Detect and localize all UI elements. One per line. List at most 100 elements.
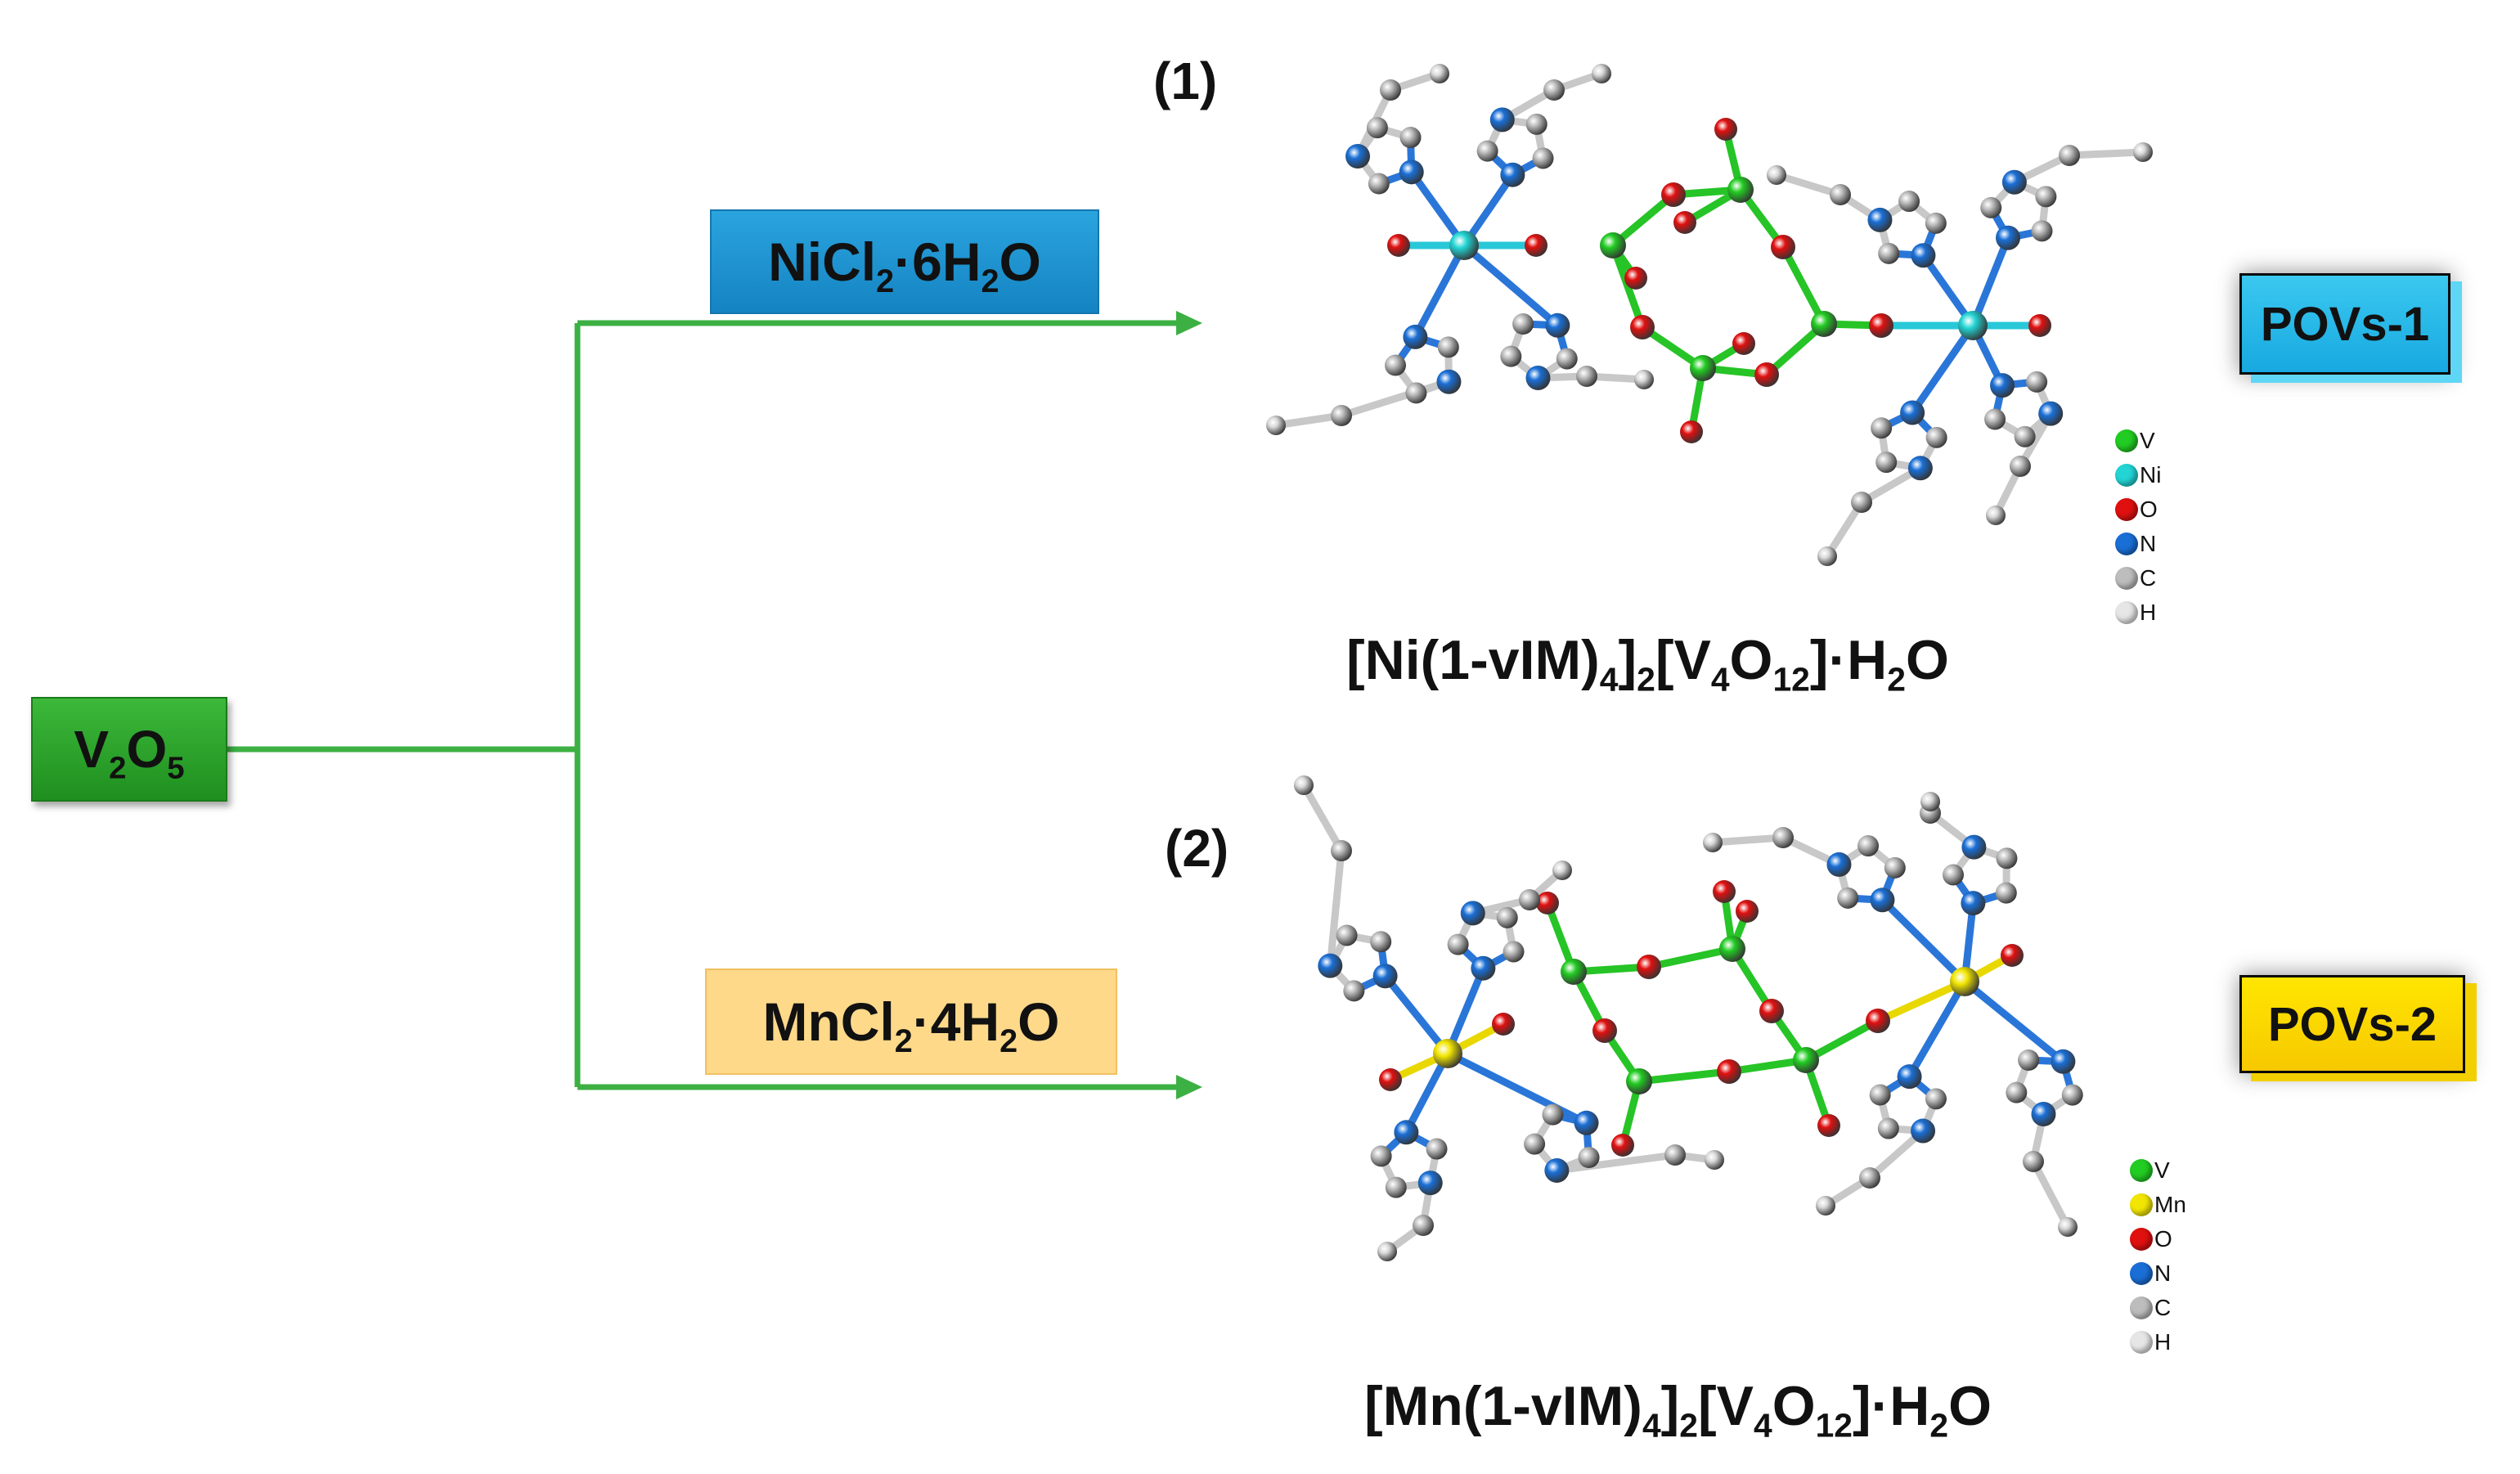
N-atom [1911, 1118, 1936, 1144]
N-atom [1460, 901, 1485, 926]
compound-formula-1: [Ni(1-vIM)4]2[V4O12]·H2O [1346, 629, 1949, 699]
compound-number-2: (2) [1165, 819, 1229, 878]
atom-dot-icon [2130, 1296, 2153, 1319]
arrow-head-2 [1176, 1075, 1202, 1099]
C-atom [1869, 1084, 1891, 1106]
H-atom [1703, 833, 1723, 852]
C-atom [2061, 1084, 2083, 1106]
Mn-atom [1433, 1039, 1462, 1068]
H-atom [1592, 64, 1611, 83]
legend-item: N [2115, 527, 2156, 561]
C-atom [2035, 186, 2057, 208]
O-atom [1736, 900, 1759, 923]
O-atom [1592, 1018, 1617, 1043]
C-atom [1525, 113, 1547, 135]
O-atom [1387, 234, 1410, 257]
atom-dot-icon [2115, 498, 2138, 521]
bond [1802, 1017, 1882, 1064]
V-atom [1561, 959, 1587, 985]
C-atom [1984, 408, 2006, 430]
C-atom [1877, 1117, 1899, 1139]
O-atom [1869, 313, 1893, 338]
bond [1772, 171, 1844, 199]
C-atom [1772, 827, 1794, 848]
legend-item: N [2130, 1256, 2171, 1291]
O-atom [1661, 182, 1686, 207]
reagent-box-1: NiCl2·6H2O [710, 209, 1099, 314]
C-atom [1399, 127, 1422, 149]
atom-dot-icon [2130, 1228, 2153, 1251]
C-atom [1447, 933, 1469, 955]
atom-dot-icon [2115, 429, 2138, 452]
N-atom [2051, 1049, 2076, 1074]
O-atom [2001, 944, 2024, 967]
bond [1408, 168, 1468, 249]
Mn-atom [1950, 967, 1979, 996]
Ni-atom [1449, 231, 1479, 260]
C-atom [1331, 840, 1352, 861]
bond [1609, 191, 1678, 249]
V-atom [1626, 1068, 1652, 1094]
O-atom [1624, 267, 1647, 290]
N-atom [1961, 834, 1987, 860]
compound-number-1: (1) [1153, 52, 1218, 110]
C-atom [1519, 889, 1540, 910]
C-atom [1524, 1133, 1546, 1155]
O-atom [1714, 118, 1737, 141]
N-atom [1372, 964, 1398, 989]
H-atom [1705, 1150, 1724, 1170]
bond [1635, 1067, 1733, 1085]
O-atom [1379, 1068, 1402, 1091]
O-atom [1536, 892, 1559, 915]
N-atom [1545, 312, 1570, 338]
bond [1709, 834, 1787, 847]
O-atom [1673, 211, 1696, 234]
C-atom [2010, 456, 2031, 477]
N-atom [1867, 207, 1893, 232]
compound-formula-2: [Mn(1-vIM)4]2[V4O12]·H2O [1364, 1375, 1992, 1445]
C-atom [2014, 425, 2036, 447]
C-atom [1830, 184, 1851, 205]
N-atom [1500, 162, 1525, 187]
N-atom [1897, 1064, 1922, 1090]
C-atom [1368, 173, 1390, 195]
O-atom [1680, 420, 1703, 443]
bond [1326, 847, 1345, 970]
atom-dot-icon [2130, 1331, 2153, 1354]
O-atom [1637, 955, 1661, 979]
atom-dot-icon [2130, 1193, 2153, 1216]
legend-item: H [2115, 595, 2156, 630]
C-atom [1980, 196, 2002, 218]
bond [1300, 781, 1345, 855]
H-atom [2133, 142, 2153, 162]
N-atom [1399, 160, 1424, 185]
H-atom [1920, 792, 1940, 811]
H-atom [1816, 1196, 1835, 1216]
bond [1402, 1049, 1452, 1136]
bond [1961, 977, 2067, 1066]
bond [1381, 972, 1452, 1058]
bond [1779, 243, 1828, 328]
C-atom [1871, 417, 1893, 439]
O-atom [1713, 880, 1736, 903]
C-atom [1385, 1176, 1407, 1198]
C-atom [2031, 220, 2053, 242]
H-atom [1377, 1242, 1397, 1261]
O-atom [1611, 1134, 1634, 1157]
starting-material-label: V2O5 [74, 720, 185, 786]
N-atom [1525, 365, 1551, 390]
V-atom [1690, 355, 1716, 381]
bond [1609, 241, 1646, 331]
H-atom [1294, 775, 1314, 795]
legend-item: C [2115, 561, 2156, 595]
V-atom [1600, 232, 1626, 258]
C-atom [1496, 906, 1518, 928]
O-atom [1754, 362, 1779, 387]
atom-dot-icon [2115, 533, 2138, 555]
bond [1969, 234, 2012, 330]
arrow-head-1 [1176, 311, 1202, 335]
C-atom [1556, 348, 1578, 370]
bond [1906, 977, 1969, 1081]
